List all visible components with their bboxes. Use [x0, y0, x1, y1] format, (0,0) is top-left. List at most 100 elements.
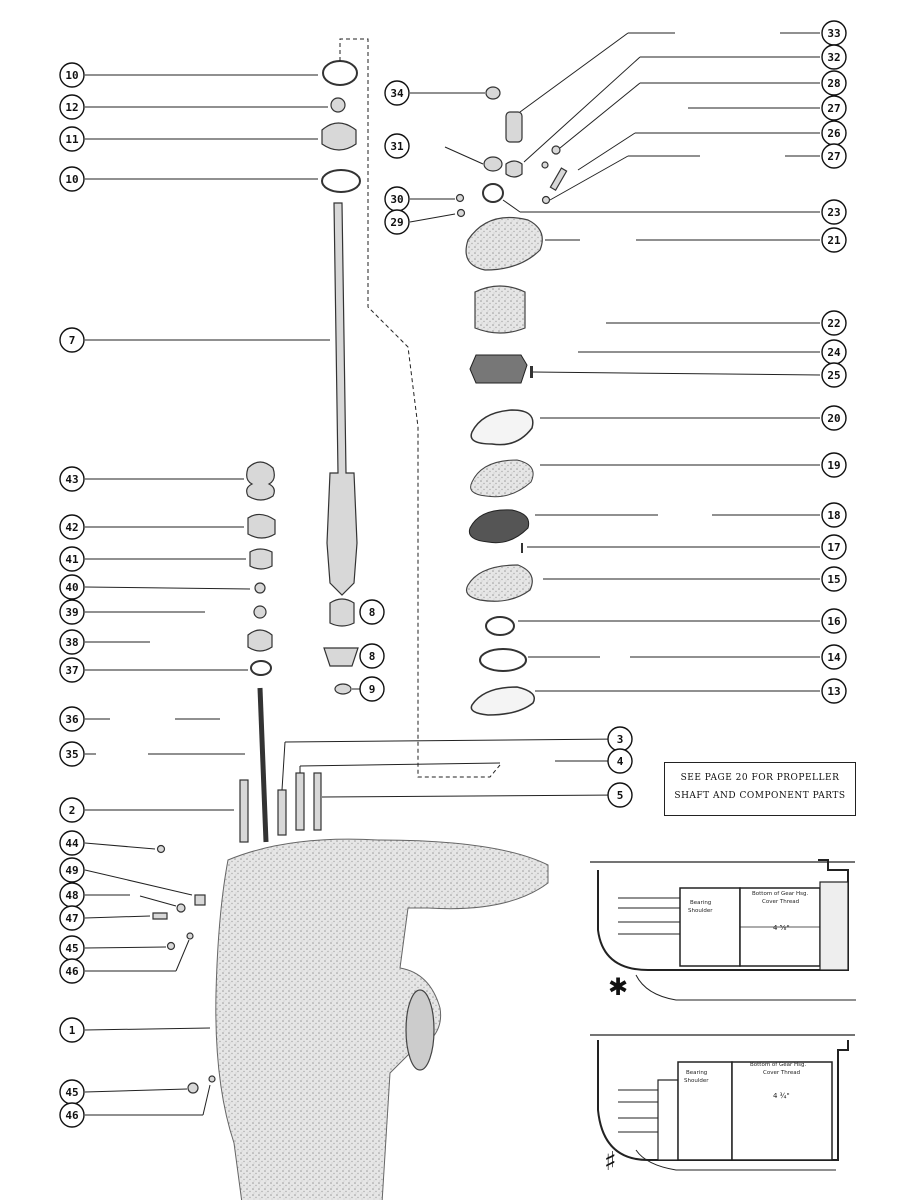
callout-26: 26: [821, 120, 847, 146]
svg-text:8: 8: [369, 606, 376, 619]
callout-18: 18: [821, 502, 847, 528]
callout-4: 4: [607, 748, 633, 774]
svg-text:31: 31: [390, 140, 404, 153]
part-25-key: [530, 366, 533, 378]
svg-text:1: 1: [69, 1024, 76, 1037]
callout-11: 11: [59, 126, 85, 152]
svg-text:11: 11: [65, 133, 79, 146]
part-32-seal: [505, 160, 523, 178]
callout-9: 9: [359, 676, 385, 702]
part-35-shift-shaft: [257, 687, 269, 843]
callout-34: 34: [384, 80, 410, 106]
svg-text:38: 38: [65, 636, 78, 649]
part-27a: [541, 161, 549, 169]
part-10-lower-washer: [321, 169, 361, 193]
part-12-ball: [330, 97, 346, 113]
callout-20: 20: [821, 405, 847, 431]
callout-46-lower: 46: [59, 1102, 85, 1128]
part-9-nut: [334, 683, 352, 695]
part-4-stud: [295, 772, 305, 831]
svg-text:21: 21: [827, 234, 841, 247]
part-21-pump-housing: [465, 216, 543, 271]
part-41: [249, 548, 273, 570]
svg-text:48: 48: [65, 889, 78, 902]
callout-21: 21: [821, 227, 847, 253]
part-37: [250, 660, 272, 676]
svg-text:22: 22: [827, 317, 840, 330]
part-29: [456, 208, 466, 218]
detail-symbol-hash: ♯: [604, 1147, 617, 1177]
callout-22: 22: [821, 310, 847, 336]
part-26-screw: [549, 167, 568, 191]
callout-19: 19: [821, 452, 847, 478]
callout-12: 12: [59, 94, 85, 120]
callout-14: 14: [821, 644, 847, 670]
callout-23: 23: [821, 199, 847, 225]
callout-8-bearing: 8: [359, 599, 385, 625]
detail-view-top: Bearing Shoulder Bottom of Gear Hsg. Cov…: [590, 859, 856, 1001]
callout-31: 31: [384, 133, 410, 159]
callout-48: 48: [59, 882, 85, 908]
part-23-seal: [482, 183, 504, 203]
svg-text:27: 27: [827, 150, 840, 163]
detail-symbol-asterisk: ✱: [608, 973, 628, 1001]
svg-text:46: 46: [65, 1109, 79, 1122]
svg-text:46: 46: [65, 965, 79, 978]
callout-32: 32: [821, 44, 847, 70]
callout-8-gear: 8: [359, 643, 385, 669]
svg-text:5: 5: [617, 789, 624, 802]
svg-text:28: 28: [827, 77, 840, 90]
svg-text:27: 27: [827, 102, 840, 115]
svg-text:3: 3: [617, 733, 624, 746]
callout-40: 40: [59, 574, 85, 600]
svg-text:2: 2: [69, 804, 76, 817]
callout-5: 5: [607, 782, 633, 808]
svg-text:41: 41: [65, 553, 79, 566]
svg-text:33: 33: [827, 27, 840, 40]
part-22-insert: [474, 285, 526, 334]
callout-25: 25: [821, 362, 847, 388]
svg-text:30: 30: [390, 193, 403, 206]
svg-text:14: 14: [827, 651, 841, 664]
part-2-stud: [239, 779, 249, 843]
svg-text:Bearing: Bearing: [686, 1070, 707, 1076]
part-20-gasket: [470, 409, 534, 446]
callout-30: 30: [384, 186, 410, 212]
small-fastener-parts: [152, 844, 216, 1094]
svg-text:Shoulder: Shoulder: [688, 908, 713, 914]
driveshaft-part-7: [326, 202, 358, 596]
part-40: [254, 582, 266, 594]
svg-text:32: 32: [827, 51, 840, 64]
callout-46-upper: 46: [59, 958, 85, 984]
callout-44: 44: [59, 830, 85, 856]
callout-47: 47: [59, 905, 85, 931]
part-8-pinion-gear: [323, 647, 359, 667]
svg-text:49: 49: [65, 864, 78, 877]
svg-text:9: 9: [369, 683, 376, 696]
callout-17: 17: [821, 534, 847, 560]
part-17-pin: [521, 543, 523, 553]
svg-text:25: 25: [827, 369, 840, 382]
callout-38: 38: [59, 629, 85, 655]
svg-text:8: 8: [369, 650, 376, 663]
svg-text:39: 39: [65, 606, 78, 619]
callout-16: 16: [821, 608, 847, 634]
part-38: [247, 629, 273, 652]
callout-15: 15: [821, 566, 847, 592]
part-31-seal: [483, 156, 503, 172]
svg-text:4: 4: [617, 755, 624, 768]
svg-text:12: 12: [65, 101, 78, 114]
propeller-reference-note: SEE PAGE 20 FOR PROPELLER SHAFT AND COMP…: [664, 762, 856, 816]
svg-text:20: 20: [827, 412, 840, 425]
part-42: [247, 513, 276, 539]
upper-seal-parts: [321, 60, 361, 193]
svg-text:34: 34: [390, 87, 404, 100]
svg-text:Bearing: Bearing: [690, 900, 711, 906]
gear-stack-parts: [246, 461, 276, 676]
svg-text:19: 19: [827, 459, 840, 472]
svg-text:36: 36: [65, 713, 79, 726]
callout-37: 37: [59, 657, 85, 683]
svg-text:15: 15: [827, 573, 840, 586]
callout-28: 28: [821, 70, 847, 96]
